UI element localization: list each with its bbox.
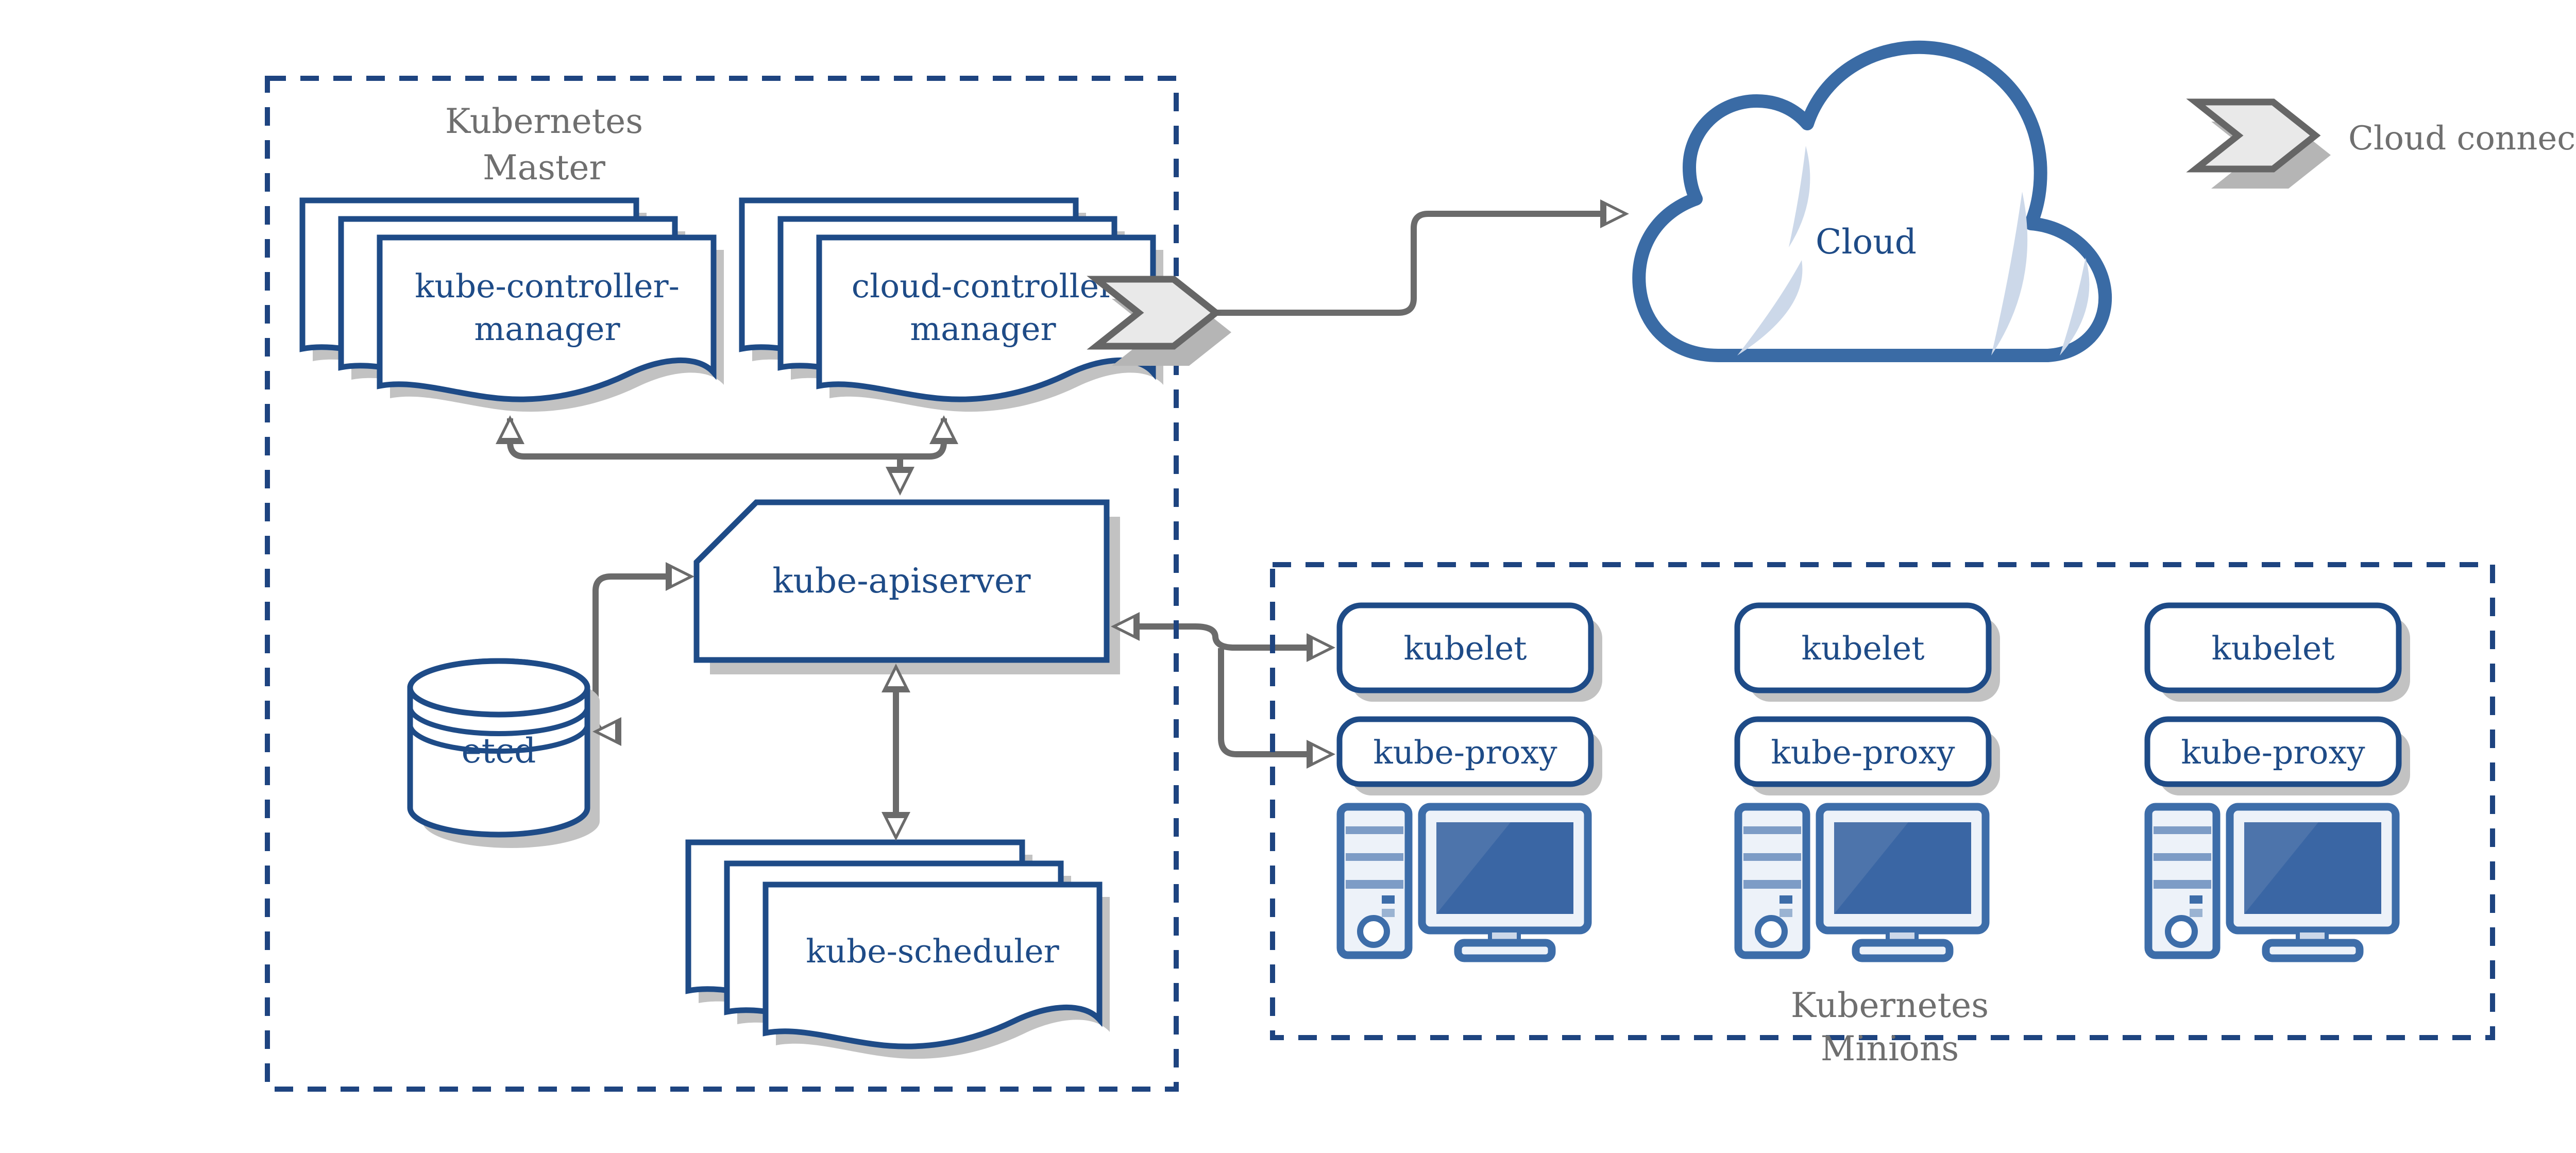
minion-node-column-1: kubelet kube-proxy bbox=[1336, 602, 1602, 958]
kube-proxy-node bbox=[2144, 716, 2402, 787]
cloud-controller-manager-label-line2: manager bbox=[910, 310, 1056, 348]
computer-icon bbox=[1341, 807, 1588, 958]
kube-scheduler-label: kube-scheduler bbox=[806, 932, 1059, 970]
kube-controller-manager-label-line2: manager bbox=[474, 310, 620, 348]
page-front bbox=[766, 885, 1110, 1059]
kubelet-node bbox=[1336, 602, 1594, 693]
kube-proxy-node bbox=[1336, 716, 1594, 787]
kubelet-node bbox=[2144, 602, 2402, 693]
kubernetes-minions-group: kubelet kube-proxy kubelet kube-proxy ku… bbox=[1270, 562, 2495, 1069]
computer-icon bbox=[1738, 807, 1986, 958]
connector-chevron-to-cloud bbox=[1216, 211, 1613, 316]
kube-proxy-node bbox=[1734, 716, 1992, 787]
connector-apiserver-to-etcd bbox=[592, 573, 667, 735]
kube-apiserver-label: kube-apiserver bbox=[772, 561, 1031, 601]
kubernetes-master-group: Kubernetes Master kube-controller- manag… bbox=[265, 76, 1231, 1092]
etcd-ring bbox=[408, 706, 590, 736]
kubelet-node bbox=[1734, 602, 1992, 693]
etcd-label: etcd bbox=[462, 731, 536, 771]
kube-proxy-label: kube-proxy bbox=[2181, 734, 2365, 771]
kube-scheduler-node: kube-scheduler bbox=[688, 842, 1110, 1059]
connector-apiserver-to-kube-proxy bbox=[1218, 648, 1322, 757]
master-boundary bbox=[265, 76, 1179, 1092]
kube-controller-manager-node: kube-controller- manager bbox=[302, 200, 724, 412]
minions-title-line1: Kubernetes bbox=[1791, 986, 1989, 1025]
kubelet-label: kubelet bbox=[2211, 630, 2334, 667]
etcd-node: etcd bbox=[407, 658, 600, 848]
kube-proxy-label: kube-proxy bbox=[1771, 734, 1955, 771]
kubelet-label: kubelet bbox=[1403, 630, 1527, 667]
computer-icon bbox=[2148, 807, 2396, 958]
connector-controllers-to-apiserver bbox=[507, 418, 947, 489]
cloud-controller-manager-node: cloud-controller manager bbox=[742, 200, 1163, 412]
kube-apiserver-node: kube-apiserver bbox=[693, 499, 1120, 674]
master-title-line2: Master bbox=[483, 148, 605, 188]
cloud-connector-legend: Cloud connector bbox=[2196, 102, 2576, 189]
cloud-label: Cloud bbox=[1816, 222, 1917, 262]
cloud-icon bbox=[1632, 40, 2112, 362]
connector-apiserver-to-kubelet bbox=[1140, 623, 1322, 651]
kubelet-label: kubelet bbox=[1801, 630, 1924, 667]
minions-boundary bbox=[1270, 562, 2495, 1040]
minion-node-column-3: kubelet kube-proxy bbox=[2144, 602, 2410, 958]
kube-proxy-label: kube-proxy bbox=[1373, 734, 1557, 771]
cloud-controller-manager-label-line1: cloud-controller bbox=[852, 267, 1115, 305]
etcd-ring bbox=[408, 724, 590, 754]
cloud-connector-legend-icon bbox=[2196, 102, 2331, 189]
kube-controller-manager-label-line1: kube-controller- bbox=[415, 267, 680, 305]
minions-title-line2: Minions bbox=[1821, 1029, 1959, 1069]
cloud-connector-legend-label: Cloud connector bbox=[2348, 120, 2576, 158]
master-title-line1: Kubernetes bbox=[445, 101, 643, 141]
cloud-node: Cloud bbox=[1632, 40, 2112, 362]
minion-node-column-2: kubelet kube-proxy bbox=[1734, 602, 2000, 958]
